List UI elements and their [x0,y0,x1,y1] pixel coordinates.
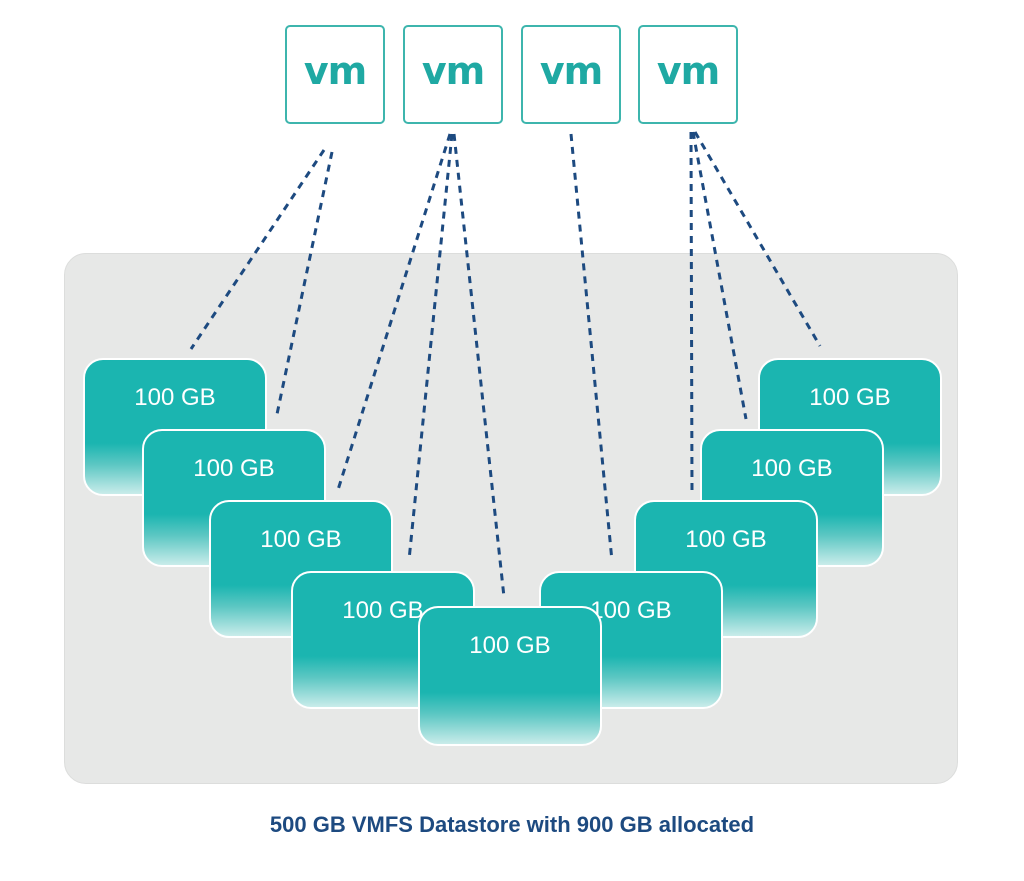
disk-label: 100 GB [685,526,767,553]
vm-box-3: vm [521,25,621,124]
disk-label: 100 GB [469,632,551,659]
vm-label: vm [656,48,720,93]
vm-label: vm [539,48,603,93]
disk-label: 100 GB [342,597,424,624]
vm-box-4: vm [638,25,738,124]
disk-label: 100 GB [260,526,342,553]
disk-label: 100 GB [590,597,672,624]
vm-label: vm [421,48,485,93]
disk-label: 100 GB [751,455,833,482]
disk-label: 100 GB [193,455,275,482]
disk-center: 100 GB [418,606,602,746]
diagram-caption: 500 GB VMFS Datastore with 900 GB alloca… [269,812,755,837]
disk-label: 100 GB [134,384,216,411]
vm-box-2: vm [403,25,503,124]
disk-label: 100 GB [809,384,891,411]
vm-label: vm [303,48,367,93]
vm-box-1: vm [285,25,385,124]
